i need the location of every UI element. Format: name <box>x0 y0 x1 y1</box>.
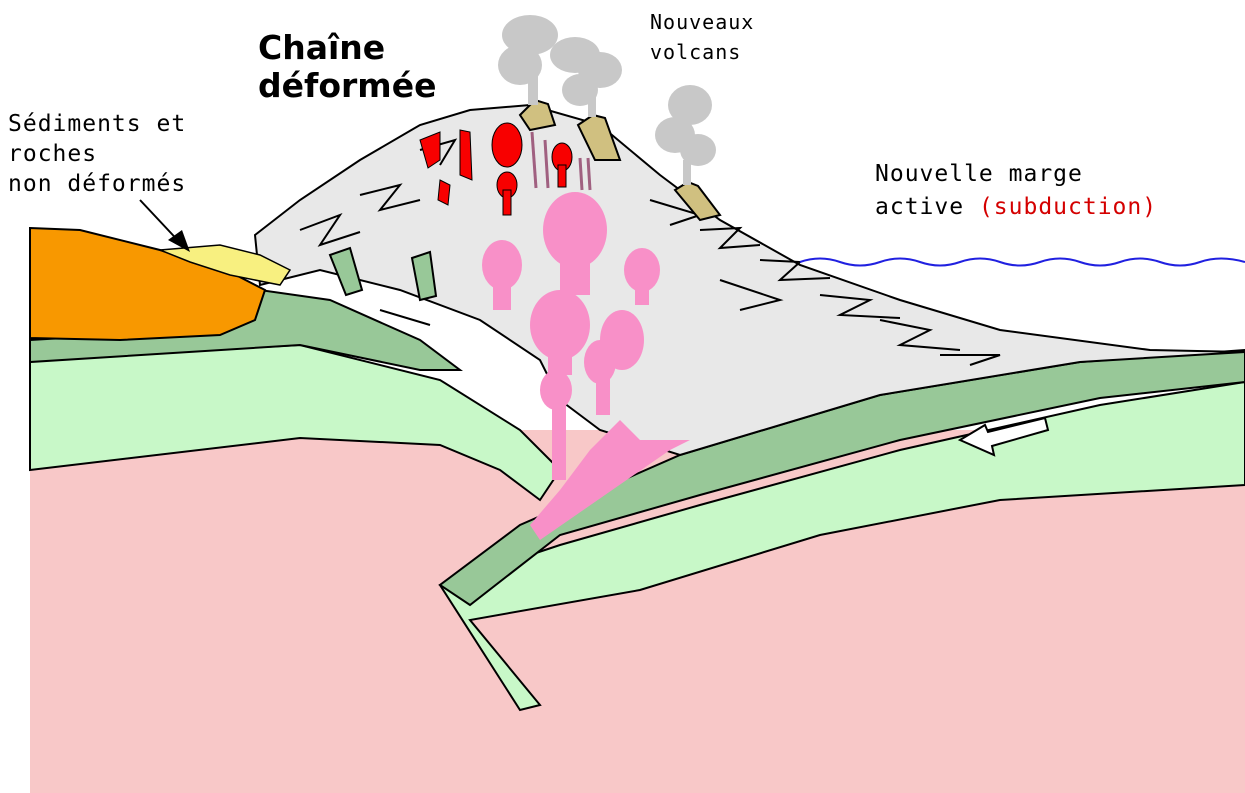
marge-label-line1: Nouvelle marge <box>875 160 1083 188</box>
volcans-label-line1: Nouveaux <box>650 8 754 36</box>
sediments-orange <box>30 228 265 340</box>
marge-label-prefix: active <box>875 194 979 220</box>
chain-title-line1: Chaîne <box>258 28 385 68</box>
marge-label-subduction: (subduction) <box>979 194 1157 220</box>
volcans-label-line2: volcans <box>650 38 741 66</box>
sea-surface <box>800 259 1245 266</box>
sediments-label-line2: roches <box>8 140 97 168</box>
marge-label-line2: active (subduction) <box>875 193 1157 221</box>
sediments-label-line1: Sédiments et <box>8 110 186 138</box>
sediments-label-line3: non déformés <box>8 170 186 198</box>
chain-title-line2: déformée <box>258 66 436 106</box>
